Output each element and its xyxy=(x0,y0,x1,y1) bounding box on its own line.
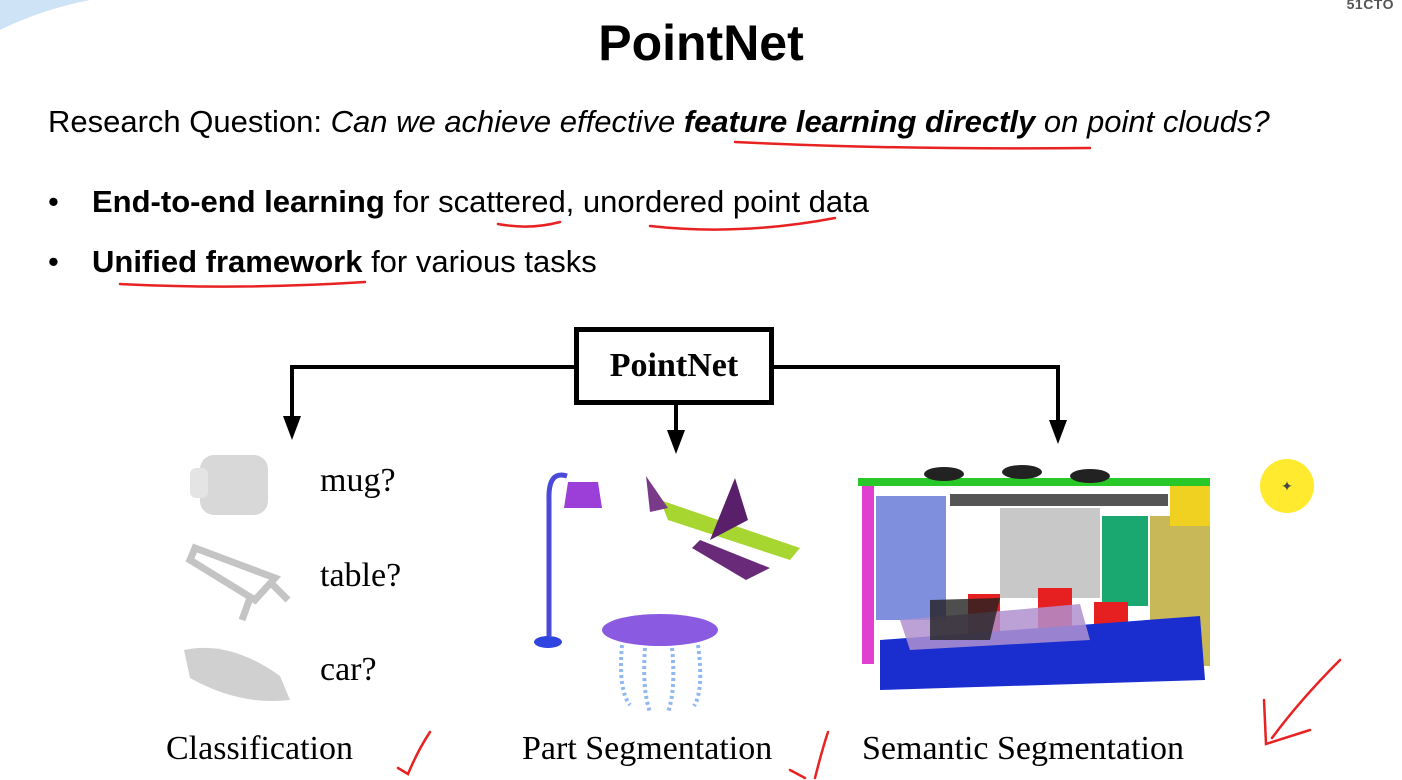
car-point-cloud xyxy=(184,647,290,702)
bullet-bold: End-to-end learning xyxy=(92,184,385,219)
lamp-point-cloud xyxy=(534,472,602,648)
arrowhead-right xyxy=(1049,420,1067,444)
corner-decoration xyxy=(0,0,90,30)
mug-point-cloud xyxy=(190,455,268,515)
slide-title: PointNet xyxy=(598,15,804,71)
research-question-italic-start: Can we achieve effective xyxy=(330,104,684,139)
class-label-table: table? xyxy=(320,557,402,594)
table-point-cloud xyxy=(185,543,291,622)
connector-right xyxy=(774,365,1060,424)
bullet-dot-icon: • xyxy=(48,244,59,279)
bullet-dot-icon: • xyxy=(48,184,59,219)
bullet-item: • Unified framework for various tasks xyxy=(48,244,869,304)
bullet-text: for scattered, unordered point data xyxy=(384,184,870,219)
bullet-list: • End-to-end learning for scattered, uno… xyxy=(48,184,869,304)
research-question-emphasis: feature learning directly xyxy=(683,104,1036,139)
cursor-target-icon: ✦ xyxy=(1260,459,1314,513)
arrowhead-center xyxy=(667,430,685,454)
research-question-italic-end: on point clouds? xyxy=(1035,104,1270,139)
room-point-cloud xyxy=(858,465,1210,690)
task-label-semantic-segmentation: Semantic Segmentation xyxy=(862,730,1184,767)
watermark-logo: 51CTO xyxy=(1346,0,1394,12)
class-label-mug: mug? xyxy=(320,462,396,499)
bullet-bold: Unified framework xyxy=(92,244,363,279)
task-label-classification: Classification xyxy=(166,730,353,767)
bullet-text: for various tasks xyxy=(362,244,597,279)
arrowhead-left xyxy=(283,416,301,440)
research-question: Research Question: Can we achieve effect… xyxy=(48,104,1270,140)
connector-left xyxy=(290,365,574,420)
pointnet-box: PointNet xyxy=(574,327,774,405)
task-label-part-segmentation: Part Segmentation xyxy=(522,730,773,767)
bullet-item: • End-to-end learning for scattered, uno… xyxy=(48,184,869,244)
research-question-prefix: Research Question: xyxy=(48,104,331,139)
airplane-point-cloud xyxy=(646,476,800,580)
table-part-point-cloud xyxy=(602,614,718,713)
class-label-car: car? xyxy=(320,651,377,688)
